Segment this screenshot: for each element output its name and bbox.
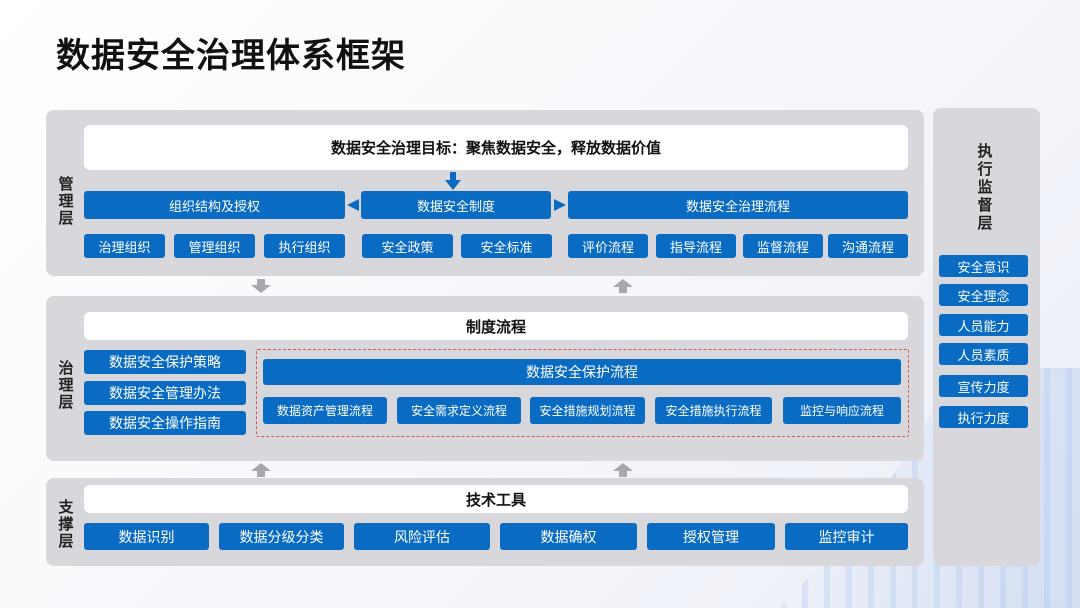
policy-item-security-policy: 安全政策 (362, 234, 453, 258)
tool-data-rights: 数据确权 (500, 523, 637, 550)
governance-left-item-strategy: 数据安全保护策略 (84, 350, 246, 374)
process-item-evaluation: 评价流程 (568, 234, 648, 258)
org-item-governance: 治理组织 (84, 234, 165, 258)
org-structure-box: 组织结构及授权 (84, 191, 345, 219)
governance-goal-bar: 数据安全治理目标：聚焦数据安全，释放数据价值 (84, 125, 908, 170)
supervision-layer-label: 执行监督层 (977, 142, 993, 232)
org-item-management: 管理组织 (174, 234, 255, 258)
support-layer-label: 支撑层 (58, 498, 74, 550)
management-layer-label: 管理层 (58, 175, 74, 227)
process-item-communication: 沟通流程 (828, 234, 908, 258)
flow-item-requirement-definition: 安全需求定义流程 (397, 397, 521, 424)
supervision-item-concept: 安全理念 (939, 284, 1028, 306)
page-title: 数据安全治理体系框架 (56, 36, 406, 76)
tool-monitor-audit: 监控审计 (785, 523, 908, 550)
governance-left-item-guide: 数据安全操作指南 (84, 411, 246, 435)
governance-layer-label: 治理层 (58, 359, 74, 411)
tool-risk-assessment: 风险评估 (354, 523, 490, 550)
gray-arrow-up-icon (613, 279, 633, 293)
supervision-item-capability: 人员能力 (939, 314, 1028, 336)
supervision-layer-panel (933, 108, 1040, 566)
supervision-item-publicity: 宣传力度 (939, 375, 1028, 397)
tool-authorization: 授权管理 (647, 523, 775, 550)
flow-item-monitor-response: 监控与响应流程 (783, 397, 901, 424)
flow-item-measure-planning: 安全措施规划流程 (530, 397, 645, 424)
governance-left-item-measures: 数据安全管理办法 (84, 381, 246, 405)
security-policy-box: 数据安全制度 (361, 191, 551, 219)
org-item-execution: 执行组织 (264, 234, 345, 258)
flow-item-measure-execution: 安全措施执行流程 (655, 397, 772, 424)
flow-item-asset-management: 数据资产管理流程 (263, 397, 387, 424)
governance-process-box: 数据安全治理流程 (568, 191, 908, 219)
tool-data-identification: 数据识别 (84, 523, 209, 550)
arrow-left-icon (347, 199, 359, 211)
tech-tools-header: 技术工具 (84, 485, 908, 513)
policy-item-security-standard: 安全标准 (461, 234, 552, 258)
process-item-supervision: 监督流程 (743, 234, 823, 258)
supervision-item-quality: 人员素质 (939, 343, 1028, 365)
gray-arrow-up-icon (251, 463, 271, 477)
protection-flow-frame (256, 349, 909, 437)
gray-arrow-down-icon (251, 279, 271, 293)
protection-flow-box: 数据安全保护流程 (263, 359, 901, 385)
gray-arrow-up-icon (613, 463, 633, 477)
supervision-item-awareness: 安全意识 (939, 255, 1028, 277)
arrow-down-icon (445, 172, 461, 190)
system-process-header: 制度流程 (84, 312, 908, 340)
arrow-right-icon (554, 199, 566, 211)
tool-data-classification: 数据分级分类 (219, 523, 344, 550)
supervision-item-execution: 执行力度 (939, 406, 1028, 428)
process-item-guidance: 指导流程 (656, 234, 736, 258)
